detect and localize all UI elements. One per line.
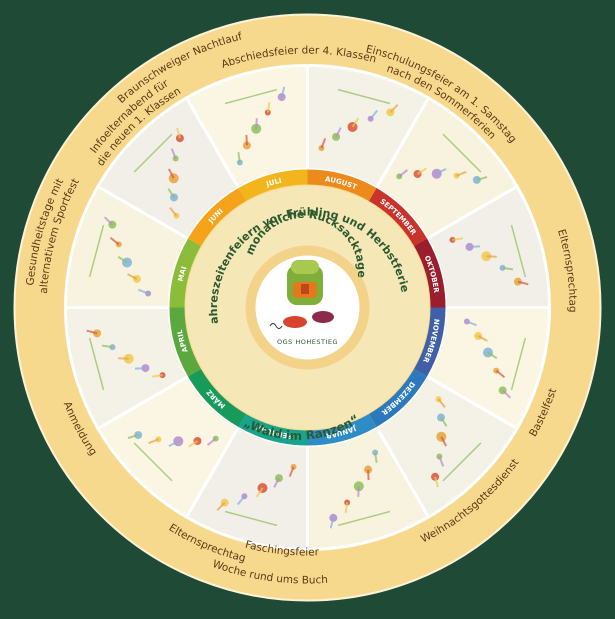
month-band-2 bbox=[369, 187, 428, 246]
month-band-4 bbox=[414, 307, 446, 377]
month-band-1 bbox=[307, 169, 377, 201]
month-band-9 bbox=[169, 307, 201, 377]
backpack-logo bbox=[269, 260, 334, 329]
center-disc bbox=[255, 255, 360, 360]
center-caption: OGS HOHESTIEG bbox=[277, 338, 338, 346]
month-band-7 bbox=[238, 414, 308, 446]
month-label: MAI bbox=[177, 265, 189, 282]
month-band-6 bbox=[307, 414, 377, 446]
month-band-0 bbox=[238, 169, 308, 201]
rainbow-rain-drawing bbox=[63, 306, 191, 431]
month-band-10 bbox=[169, 238, 201, 308]
month-band-5 bbox=[369, 369, 428, 428]
beach-drawing bbox=[184, 63, 309, 191]
month-band-3 bbox=[414, 238, 446, 308]
month-band-11 bbox=[187, 187, 246, 246]
month-picture-sectors bbox=[63, 63, 552, 552]
sunny-house-drawing bbox=[63, 184, 191, 309]
library-drawing bbox=[95, 374, 241, 520]
month-band-8 bbox=[187, 369, 246, 428]
night-run-drawing bbox=[95, 95, 241, 241]
